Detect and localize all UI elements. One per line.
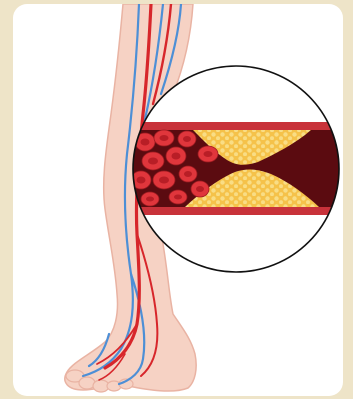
illustration-svg (13, 4, 343, 396)
illustration-card (13, 4, 343, 396)
vessel-wall-bottom (123, 207, 343, 215)
vessel-wall-top (123, 122, 343, 130)
